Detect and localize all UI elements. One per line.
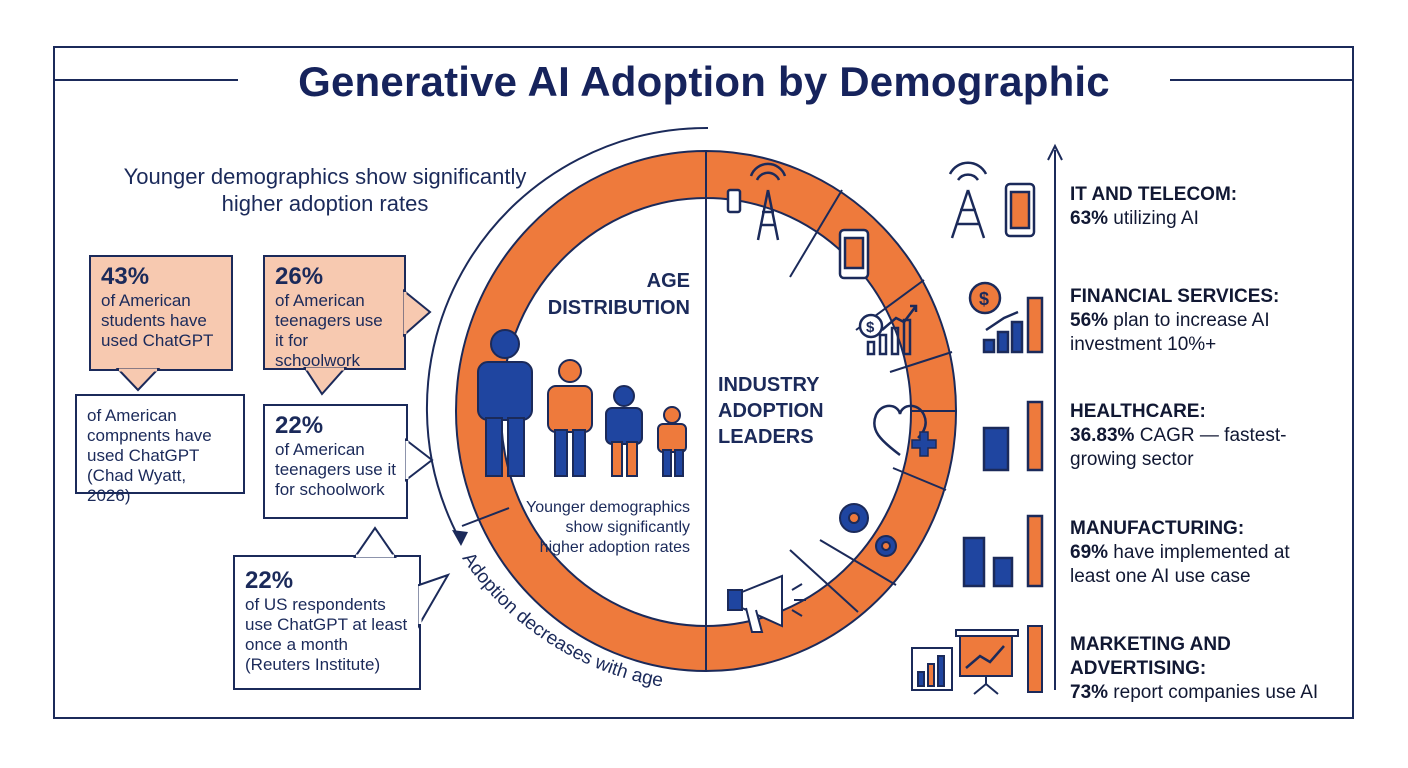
page-title: Generative AI Adoption by Demographic — [298, 58, 1110, 105]
callout-components: of American compnents have used ChatGPT … — [75, 394, 245, 505]
industry-manufacturing: MANUFACTURING: 69% have implemented at l… — [1070, 517, 1320, 589]
callout-us-respondents: 22% of US respondents use ChatGPT at lea… — [233, 555, 421, 690]
industry-leaders-title: INDUSTRY ADOPTION LEADERS — [718, 374, 824, 448]
healthcare-bars-icon — [982, 400, 1044, 472]
industry-stat: 63% — [1070, 208, 1109, 229]
industry-name: IT AND TELECOM: — [1070, 184, 1238, 205]
industry-detail: plan to increase AI investment 10%+ — [1070, 310, 1270, 355]
age-distribution-note: Younger demographics show significantly … — [526, 499, 690, 556]
svg-text:$: $ — [866, 319, 875, 336]
industry-name: HEALTHCARE: — [1070, 401, 1206, 422]
callout-teen-schoolwork: 26% of American teenagers use it for sch… — [263, 255, 406, 370]
callout-stat: 22% — [275, 412, 324, 439]
callout-text: of American students have used ChatGPT — [101, 291, 214, 350]
phone-tower-icon — [726, 162, 787, 241]
industry-it-telecom: IT AND TELECOM: 63% utilizing AI — [1070, 183, 1330, 231]
callout-teen-schoolwork-2: 22% of American teenagers use it for sch… — [263, 404, 408, 519]
callout-students: 43% of American students have used ChatG… — [89, 255, 233, 371]
callout-stat: 43% — [101, 263, 150, 290]
industry-detail: CAGR — fastest-growing sector — [1070, 425, 1287, 470]
callout-text: of American teenagers use it for schoolw… — [275, 291, 383, 370]
industry-stat: 69% — [1070, 542, 1109, 563]
industry-stat: 56% — [1070, 310, 1109, 331]
industry-name: MARKETING AND ADVERTISING: — [1070, 634, 1231, 679]
industry-healthcare: HEALTHCARE: 36.83% CAGR — fastest-growin… — [1070, 400, 1300, 472]
industry-marketing: MARKETING AND ADVERTISING: 73% report co… — [1070, 633, 1350, 705]
gears-icon — [839, 503, 897, 557]
svg-text:$: $ — [979, 289, 989, 309]
industry-detail: report companies use AI — [1108, 682, 1319, 703]
industry-financial: FINANCIAL SERVICES: 56% plan to increase… — [1070, 285, 1320, 357]
infographic-frame — [53, 46, 1354, 719]
finance-icon: $ — [968, 281, 1044, 354]
callout-text: of American teenagers use it for schoolw… — [275, 440, 396, 499]
age-arc — [425, 126, 709, 541]
megaphone-icon — [727, 574, 806, 633]
title-rule-left — [53, 79, 238, 81]
callout-stat: 22% — [245, 567, 294, 594]
arc-arrowhead — [452, 530, 468, 546]
age-distribution-title: AGE DISTRIBUTION — [547, 270, 690, 319]
industry-name: FINANCIAL SERVICES: — [1070, 286, 1280, 307]
industry-stat: 36.83% — [1070, 425, 1135, 446]
manufacturing-bars-icon — [962, 514, 1044, 588]
callout-text: of American compnents have used ChatGPT … — [87, 406, 212, 505]
telecom-icon — [948, 161, 1036, 239]
industry-detail: have implemented at least one AI use cas… — [1070, 542, 1290, 587]
industry-stat: 73% — [1070, 682, 1109, 703]
tablet-icon — [838, 228, 870, 280]
industry-detail: utilizing AI — [1108, 208, 1199, 229]
industry-name: MANUFACTURING: — [1070, 518, 1245, 539]
callout-text: of US respondents use ChatGPT at least o… — [245, 595, 408, 674]
subtitle: Younger demographics show significantly … — [123, 164, 527, 216]
heart-health-icon — [873, 404, 937, 457]
presentation-icon — [911, 625, 1043, 695]
age-ring — [455, 149, 707, 673]
title-rule-right — [1170, 79, 1354, 81]
finance-chart-icon: $ — [858, 304, 918, 356]
age-people-icons — [477, 329, 687, 477]
callout-stat: 26% — [275, 263, 324, 290]
